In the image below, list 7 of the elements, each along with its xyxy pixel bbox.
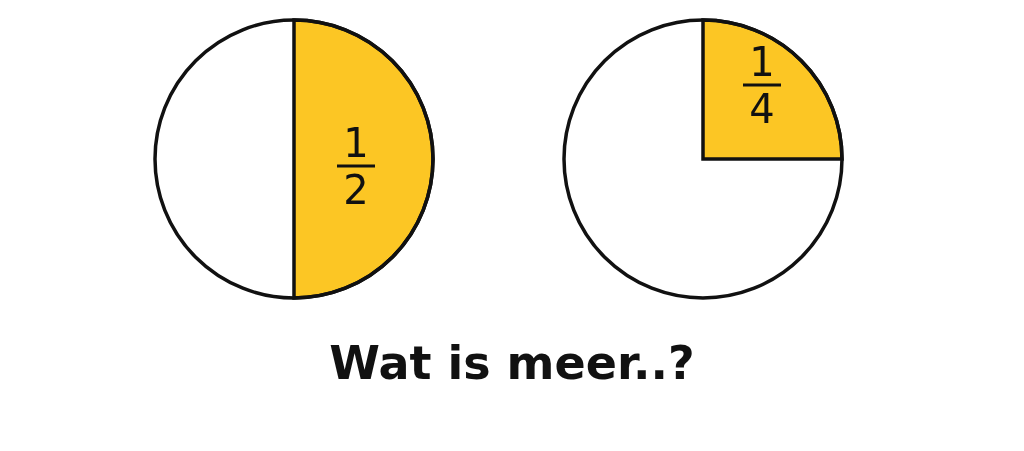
numerator: 1 <box>749 39 775 84</box>
fraction-circle <box>153 18 435 300</box>
fraction-circle <box>562 18 844 300</box>
caption: Wat is meer..? <box>328 336 696 390</box>
numerator: 1 <box>343 120 369 165</box>
denominator: 4 <box>749 86 775 131</box>
denominator: 2 <box>343 167 369 212</box>
